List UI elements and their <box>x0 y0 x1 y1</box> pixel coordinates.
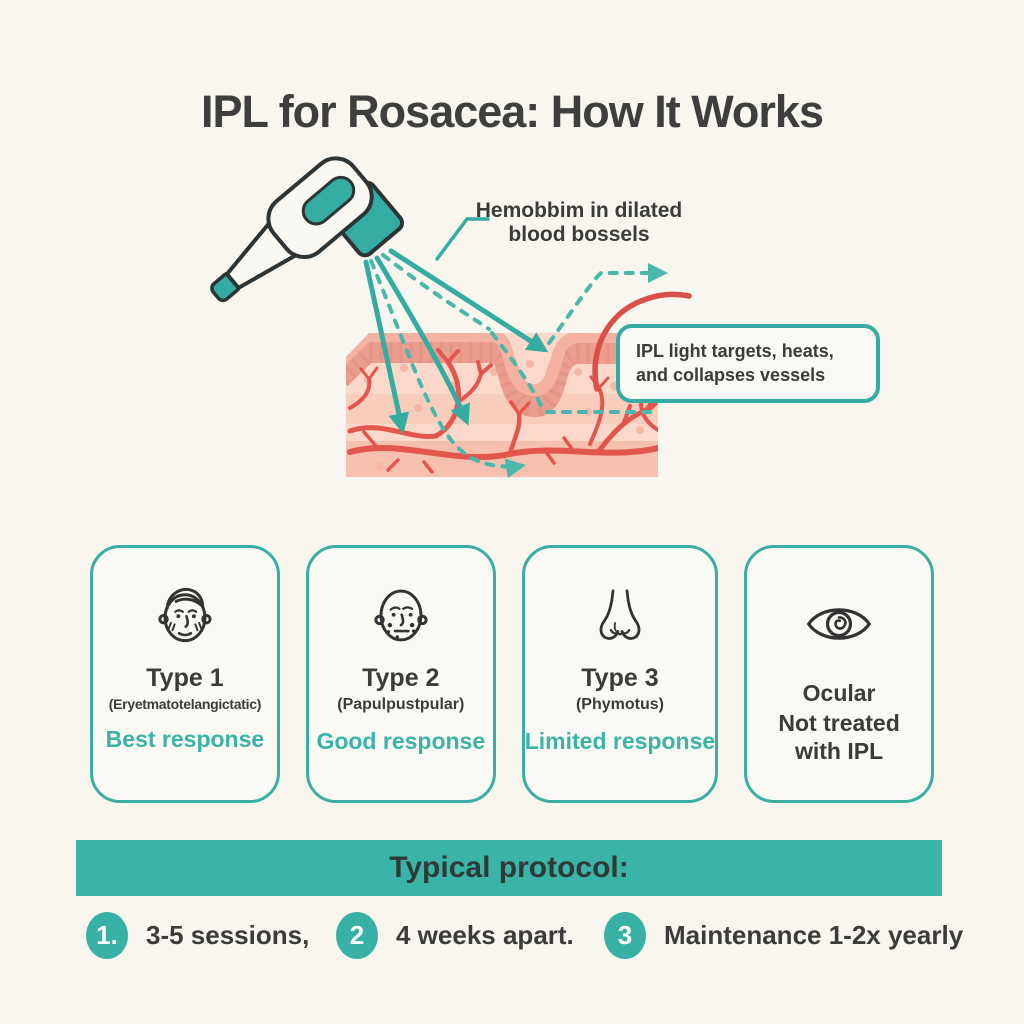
eye-icon <box>807 608 872 640</box>
protocol-header: Typical protocol: <box>389 851 629 884</box>
vessel-label: Hemobbim in dilated blood bossels <box>475 199 683 247</box>
card-response: Good response <box>316 728 486 754</box>
step-number-badge: 2 <box>336 912 378 959</box>
card-note: Not treated with IPL <box>778 710 900 765</box>
ipl-callout-box: IPL light targets, heats, and collapses … <box>616 324 880 403</box>
face-telangiectasia-icon <box>158 587 212 643</box>
ipl-treatment-illustration <box>210 156 692 479</box>
ipl-device-icon <box>210 156 405 303</box>
vessel-collapse-curve <box>592 291 692 392</box>
card-type-title: Type 2 <box>362 664 440 692</box>
card-type-2: Type 2 (Papulpustpular) Good response <box>305 545 496 803</box>
step-label: Maintenance 1-2x yearly <box>664 920 964 950</box>
card-type-title: Ocular <box>802 680 876 706</box>
dilated-blood-vessels <box>347 348 658 474</box>
step-label: 3-5 sessions, <box>146 920 310 950</box>
card-ocular: Ocular Not treated with IPL <box>744 545 935 803</box>
light-beams <box>363 248 668 479</box>
card-subtype: (Papulpustpular) <box>337 696 465 713</box>
page-title: IPL for Rosacea: How It Works <box>201 86 824 138</box>
step-label: 4 weeks apart. <box>396 920 574 950</box>
card-subtype: (Eryetmatotelangictatic) <box>108 696 262 712</box>
step-number-badge: 3 <box>604 912 646 959</box>
protocol-step-3: 3 Maintenance 1-2x yearly <box>604 912 963 959</box>
card-response: Best response <box>105 726 265 752</box>
card-type-3: Type 3 (Phymotus) Limited response <box>521 545 719 803</box>
protocol-step-2: 2 4 weeks apart. <box>336 912 574 959</box>
face-papules-icon <box>374 589 428 642</box>
card-type-title: Type 3 <box>581 664 659 692</box>
card-type-title: Type 1 <box>146 664 224 692</box>
protocol-steps: 1. 3-5 sessions, 2 4 weeks apart. 3 Main… <box>0 912 1024 966</box>
heat-dashed-arrow <box>547 263 668 345</box>
card-type-1: Type 1 (Eryetmatotelangictatic) Best res… <box>90 545 280 803</box>
nose-icon <box>599 589 641 640</box>
card-response: Limited response <box>524 728 716 754</box>
protocol-banner: Typical protocol: <box>76 840 942 896</box>
card-subtype: (Phymotus) <box>575 696 664 713</box>
label-connector-line <box>435 217 490 261</box>
protocol-step-1: 1. 3-5 sessions, <box>86 912 309 959</box>
step-number-badge: 1. <box>86 912 128 959</box>
rosacea-type-cards: Type 1 (Eryetmatotelangictatic) Best res… <box>90 545 935 803</box>
